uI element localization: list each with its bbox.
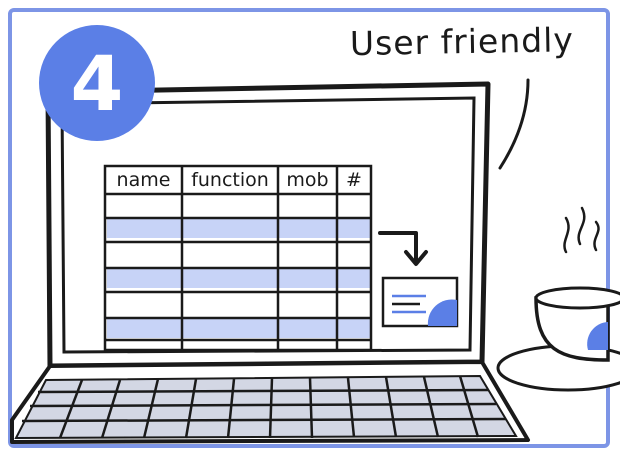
table-header-name: name <box>116 169 171 191</box>
table-grid <box>103 164 373 352</box>
coffee-cup-icon <box>496 206 620 392</box>
step-number: 4 <box>70 38 124 128</box>
table-header-function: function <box>191 169 269 191</box>
contact-card-icon <box>381 276 459 328</box>
laptop-keyboard <box>14 374 518 440</box>
down-right-arrow-icon <box>378 231 428 266</box>
table-highlight-rows <box>107 218 371 338</box>
table-header-mob: mob <box>286 169 329 191</box>
keyboard-keys <box>21 375 507 439</box>
caption-text: User friendly <box>349 20 575 64</box>
step-number-badge <box>39 25 155 141</box>
table-header-hash: # <box>346 169 362 191</box>
caption-pointer <box>498 78 530 170</box>
